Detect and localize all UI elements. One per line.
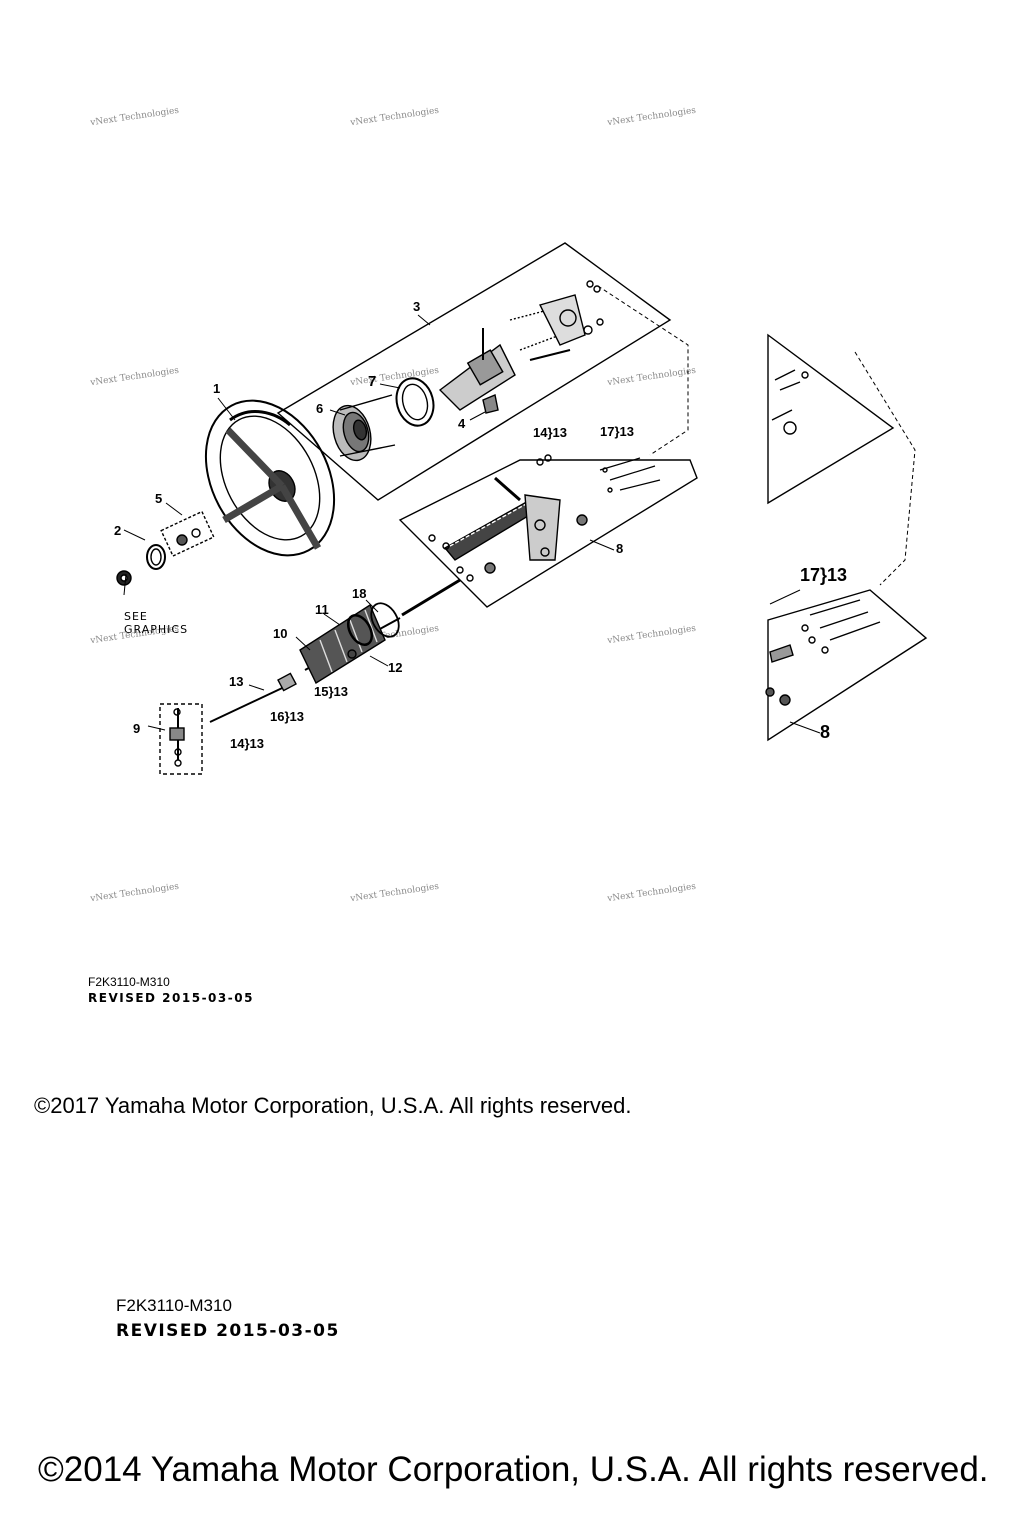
callout-14-13b: 14}13 (230, 736, 264, 751)
callout-10: 10 (273, 626, 287, 641)
copyright-small: ©2017 Yamaha Motor Corporation, U.S.A. A… (34, 1093, 632, 1118)
see-graphics-line1: SEE (124, 610, 148, 623)
see-graphics-line2: GRAPHICS (124, 623, 189, 636)
revised-date-small: REVISED 2015-03-05 (88, 991, 254, 1005)
callout-8-zoom: 8 (820, 722, 830, 742)
zoom-inset (765, 333, 928, 742)
callout-15-13: 15}13 (314, 684, 348, 699)
callout-2: 2 (114, 523, 121, 538)
callout-6: 6 (316, 401, 323, 416)
column-assembly (438, 280, 604, 414)
group-3-box (276, 242, 672, 501)
callout-7: 7 (368, 373, 376, 390)
dashed-connector (597, 285, 689, 456)
diagram-code-small: F2K3110-M310 (88, 975, 170, 989)
callout-13: 13 (229, 674, 243, 689)
column-boot (332, 377, 435, 462)
cable-bellows (299, 602, 400, 685)
cable-end-kit (159, 703, 203, 775)
leader-lines (123, 314, 821, 734)
group-8-box (398, 459, 698, 608)
callout-11: 11 (315, 602, 329, 617)
callout-17-13-zoom: 17}13 (800, 565, 847, 585)
callout-4: 4 (458, 416, 466, 431)
callout-1: 1 (213, 381, 220, 396)
revised-date-large: REVISED 2015-03-05 (116, 1321, 340, 1341)
callout-17-13a: 17}13 (600, 424, 634, 439)
see-graphics-note: SEE GRAPHICS (124, 610, 188, 636)
callout-3: 3 (413, 299, 420, 314)
steering-wheel (204, 399, 336, 557)
copyright-large: ©2014 Yamaha Motor Corporation, U.S.A. A… (38, 1450, 989, 1489)
bracket-plate (428, 454, 661, 582)
diagram-code-large: F2K3110-M310 (116, 1296, 232, 1315)
callout-9: 9 (133, 721, 140, 736)
callout-5: 5 (155, 491, 162, 506)
callout-8: 8 (616, 541, 623, 556)
callout-18: 18 (352, 586, 366, 601)
hub-parts (116, 510, 215, 586)
callout-16-13: 16}13 (270, 709, 304, 724)
callout-14-13a: 14}13 (533, 425, 567, 440)
callout-12: 12 (388, 660, 402, 675)
